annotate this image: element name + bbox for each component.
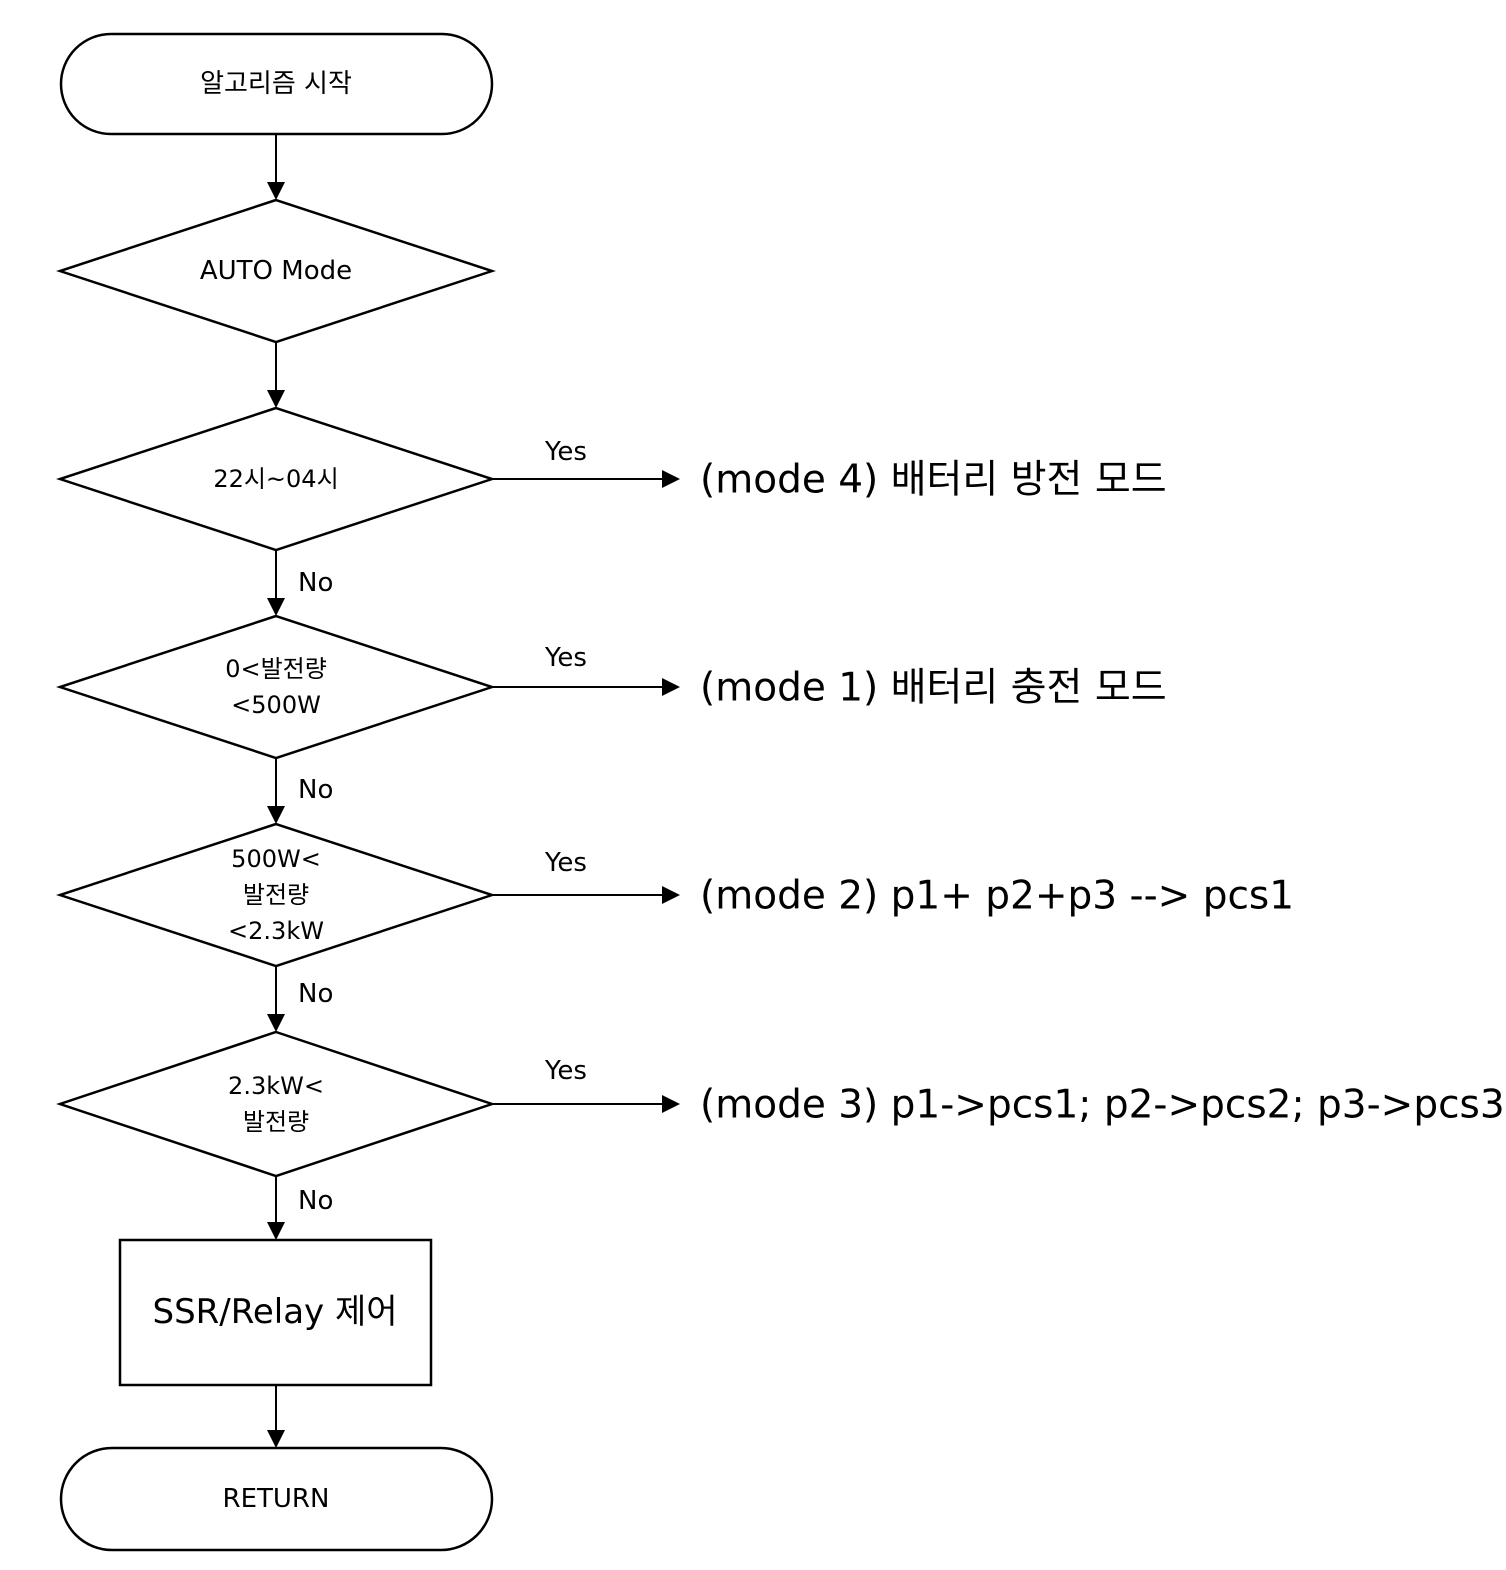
end-label: RETURN — [223, 1484, 330, 1514]
mode2-label: (mode 2) p1+ p2+p3 --> pcs1 — [700, 874, 1294, 919]
arrow-control-to-end — [267, 1385, 285, 1448]
arrow-time-yes: Yes — [492, 437, 680, 488]
start-terminator: 알고리즘 시작 — [59, 32, 494, 136]
mode3-label: (mode 3) p1->pcs1; p2->pcs2; p3->pcs3 — [700, 1083, 1505, 1128]
auto-mode-label: AUTO Mode — [200, 256, 352, 286]
decision-generation-high: 2.3kW< 발전량 — [56, 1030, 496, 1178]
arrow-start-to-auto — [267, 134, 285, 200]
arrow-time-no: No — [267, 550, 333, 616]
process-ssr-relay-control: SSR/Relay 제어 — [118, 1238, 433, 1387]
end-terminator: RETURN — [59, 1446, 494, 1552]
gen-low-line2: <500W — [231, 691, 321, 719]
arrow-gen-mid-yes: Yes — [492, 848, 680, 904]
arrow-gen-low-no: No — [267, 758, 333, 824]
no-label: No — [298, 568, 333, 598]
gen-mid-line1: 500W< — [231, 845, 321, 873]
no-label: No — [298, 775, 333, 805]
control-label: SSR/Relay 제어 — [152, 1292, 397, 1332]
mode1-label: (mode 1) 배터리 충전 모드 — [700, 666, 1167, 711]
decision-time: 22시~04시 — [55, 406, 497, 552]
decision-auto-mode: AUTO Mode — [55, 198, 497, 344]
gen-high-line2: 발전량 — [243, 1108, 309, 1136]
time-condition-label: 22시~04시 — [213, 465, 338, 493]
arrow-gen-low-yes: Yes — [492, 643, 680, 696]
yes-label: Yes — [544, 437, 587, 467]
gen-high-line1: 2.3kW< — [228, 1072, 324, 1100]
decision-generation-mid: 500W< 발전량 <2.3kW — [55, 822, 497, 968]
yes-label: Yes — [544, 643, 587, 673]
gen-low-line1: 0<발전량 — [225, 655, 327, 683]
arrow-gen-mid-no: No — [267, 966, 333, 1032]
arrow-auto-to-time — [267, 342, 285, 408]
yes-label: Yes — [544, 848, 587, 878]
no-label: No — [298, 979, 333, 1009]
start-label: 알고리즘 시작 — [200, 69, 352, 99]
arrow-gen-high-no: No — [267, 1176, 333, 1240]
gen-mid-line2: 발전량 — [243, 881, 309, 909]
mode4-label: (mode 4) 배터리 방전 모드 — [700, 458, 1167, 503]
yes-label: Yes — [544, 1056, 587, 1086]
gen-mid-line3: <2.3kW — [228, 917, 324, 945]
arrow-gen-high-yes: Yes — [492, 1056, 680, 1113]
no-label: No — [298, 1186, 333, 1216]
decision-generation-low: 0<발전량 <500W — [55, 614, 497, 760]
